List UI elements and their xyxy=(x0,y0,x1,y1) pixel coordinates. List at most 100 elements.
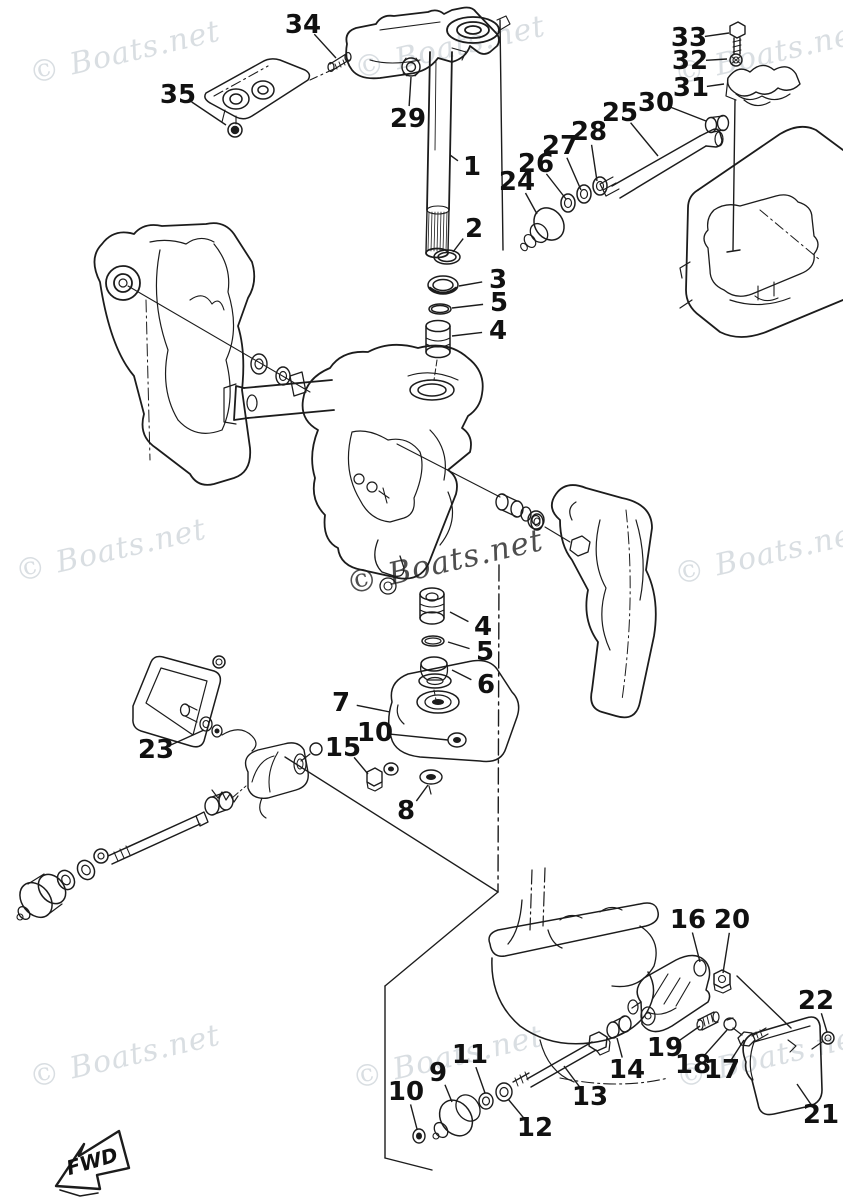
part-leader-11-35 xyxy=(475,1066,486,1094)
part-leader-10-21 xyxy=(390,733,449,741)
part-label-3-5: 3 xyxy=(489,265,507,295)
watermark-light-4: © Boats.net xyxy=(671,515,843,593)
part-leader-4-17 xyxy=(449,611,469,623)
part-label-13-32: 13 xyxy=(572,1082,608,1112)
lower-mount-housing-7 xyxy=(366,587,520,795)
part-label-12-34: 12 xyxy=(517,1113,553,1143)
part-label-26-9: 26 xyxy=(518,149,554,179)
watermark-light-7: © Boats.net xyxy=(349,1019,547,1097)
part-label-6-19: 6 xyxy=(477,670,495,700)
part-leader-24-8 xyxy=(524,192,538,215)
part-label-16-25: 16 xyxy=(670,905,706,935)
steering-shaft-1 xyxy=(425,51,453,259)
part-label-5-6: 5 xyxy=(490,288,508,318)
part-leader-26-9 xyxy=(545,173,567,200)
clamp-plate-31-group xyxy=(725,21,801,107)
part-leader-35-1 xyxy=(191,101,227,126)
stud-34 xyxy=(327,51,352,73)
part-leader-27-10 xyxy=(566,157,582,191)
part-label-5-18: 5 xyxy=(476,637,494,667)
part-leader-5-18 xyxy=(447,641,470,650)
starboard-clamp-bracket xyxy=(527,484,657,719)
part-label-30-13: 30 xyxy=(638,88,674,118)
part-label-15-22: 15 xyxy=(325,733,361,763)
part-leader-22-27 xyxy=(820,1013,828,1033)
part-label-35-1: 35 xyxy=(160,80,196,110)
part-leader-4-7 xyxy=(451,331,483,337)
nut-29 xyxy=(401,57,421,77)
part-leader-33-16 xyxy=(704,32,730,38)
mount-bolt-13-group xyxy=(412,1015,632,1144)
part-label-10-21: 10 xyxy=(357,718,393,748)
part-label-33-16: 33 xyxy=(671,23,707,53)
part-label-10-37: 10 xyxy=(388,1077,424,1107)
part-leader-32-15 xyxy=(705,58,728,61)
transom-plate-21 xyxy=(742,1016,835,1116)
part-leader-30-13 xyxy=(670,106,707,122)
lower-unit-midsection xyxy=(488,867,669,1085)
part-label-4-7: 4 xyxy=(489,316,507,346)
part-leader-21-31 xyxy=(796,1083,812,1106)
part-leader-31-14 xyxy=(706,83,725,88)
part-leader-13-32 xyxy=(563,1065,581,1088)
part-leader-15-22 xyxy=(353,756,369,775)
part-leader-16-25 xyxy=(691,932,701,963)
part-leader-18-29 xyxy=(703,1029,728,1057)
part-leader-7-20 xyxy=(356,704,391,713)
damper-bracket-35 xyxy=(204,58,337,138)
part-leader-2-4 xyxy=(452,238,464,253)
part-leader-25-12 xyxy=(630,122,659,157)
part-leader-5-6 xyxy=(451,303,484,309)
part-label-21-31: 21 xyxy=(803,1100,839,1130)
part-label-34-0: 34 xyxy=(285,10,321,40)
part-label-23-24: 23 xyxy=(138,735,174,765)
clamp-lever-assembly xyxy=(244,742,323,819)
part-leader-6-19 xyxy=(451,669,472,681)
part-leader-23-24 xyxy=(170,729,205,746)
part-leader-10-37 xyxy=(409,1104,418,1130)
part-label-32-15: 32 xyxy=(672,46,708,76)
part-label-1-3: 1 xyxy=(463,152,481,182)
port-clamp-bracket xyxy=(93,222,311,486)
part-leader-3-5 xyxy=(458,281,483,287)
part-label-24-8: 24 xyxy=(499,167,535,197)
part-label-9-36: 9 xyxy=(429,1058,447,1088)
part-label-18-29: 18 xyxy=(675,1050,711,1080)
fwd-arrow xyxy=(54,1129,131,1197)
watermark-light-1: © Boats.net xyxy=(351,9,549,87)
part-label-25-12: 25 xyxy=(602,98,638,128)
part-label-28-11: 28 xyxy=(571,117,607,147)
part-label-8-23: 8 xyxy=(397,796,415,826)
trim-rod-assembly xyxy=(16,785,247,921)
part-leader-28-11 xyxy=(590,144,598,182)
watermark-dark-5: © Boats.net xyxy=(343,522,547,602)
watermark-light-6: © Boats.net xyxy=(26,1018,224,1096)
part-label-2-4: 2 xyxy=(465,214,483,244)
steering-arm xyxy=(345,6,511,80)
part-leader-17-30 xyxy=(730,1039,745,1060)
part-leader-29-2 xyxy=(408,76,412,107)
part-label-20-26: 20 xyxy=(714,905,750,935)
tilt-rod-assembly xyxy=(520,114,730,252)
part-label-27-10: 27 xyxy=(542,131,578,161)
part-leader-14-33 xyxy=(616,1037,623,1058)
part-label-4-17: 4 xyxy=(474,612,492,642)
part-label-22-27: 22 xyxy=(798,986,834,1016)
part-leader-12-34 xyxy=(507,1098,525,1119)
part-leader-8-23 xyxy=(415,784,429,802)
watermark-light-3: © Boats.net xyxy=(12,512,210,590)
part-label-14-33: 14 xyxy=(609,1055,645,1085)
part-leader-20-26 xyxy=(722,932,731,974)
part-label-19-28: 19 xyxy=(647,1033,683,1063)
engine-bottom-cowl xyxy=(679,125,843,338)
anode-plate-23 xyxy=(132,655,257,803)
part-label-11-35: 11 xyxy=(452,1040,488,1070)
part-leader-1-3 xyxy=(449,154,459,162)
part-leader-9-36 xyxy=(444,1084,453,1103)
part-leader-19-28 xyxy=(678,1025,701,1042)
part-label-29-2: 29 xyxy=(390,104,426,134)
frame-lines xyxy=(284,19,792,1171)
